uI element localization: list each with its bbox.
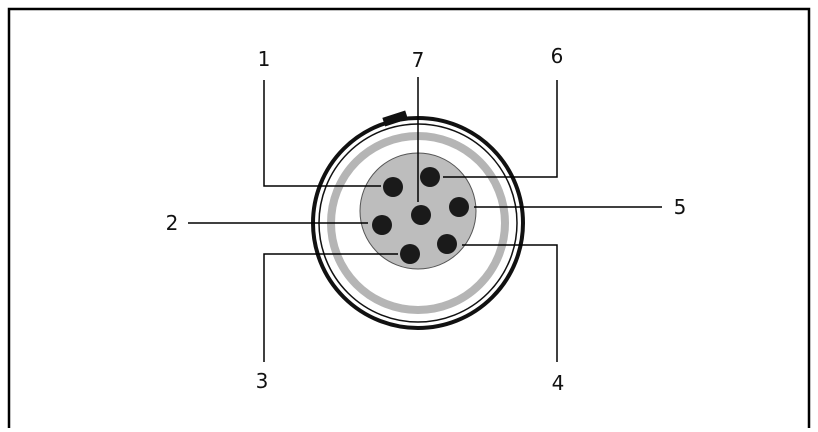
pin-label-7: 7 bbox=[412, 48, 425, 72]
pin-1 bbox=[383, 177, 403, 197]
pin-label-1: 1 bbox=[258, 47, 271, 71]
pin-label-3: 3 bbox=[256, 369, 269, 393]
pin-label-4: 4 bbox=[552, 371, 565, 395]
pin-4 bbox=[437, 234, 457, 254]
diagram-border bbox=[7, 7, 811, 428]
pin-2 bbox=[372, 215, 392, 235]
pin-label-6: 6 bbox=[551, 44, 564, 68]
pin-label-2: 2 bbox=[166, 211, 179, 235]
leader-line-1 bbox=[263, 80, 381, 187]
pin-3 bbox=[400, 244, 420, 264]
pin-6 bbox=[420, 167, 440, 187]
pin-label-5: 5 bbox=[674, 195, 687, 219]
leader-line-6 bbox=[443, 80, 558, 178]
pin-7 bbox=[411, 205, 431, 225]
leader-line-3 bbox=[263, 253, 398, 362]
pin-5 bbox=[449, 197, 469, 217]
leader-line-4 bbox=[462, 244, 558, 362]
leader-lines bbox=[188, 77, 662, 362]
connector-key-notch bbox=[382, 110, 408, 127]
connector bbox=[311, 110, 525, 330]
